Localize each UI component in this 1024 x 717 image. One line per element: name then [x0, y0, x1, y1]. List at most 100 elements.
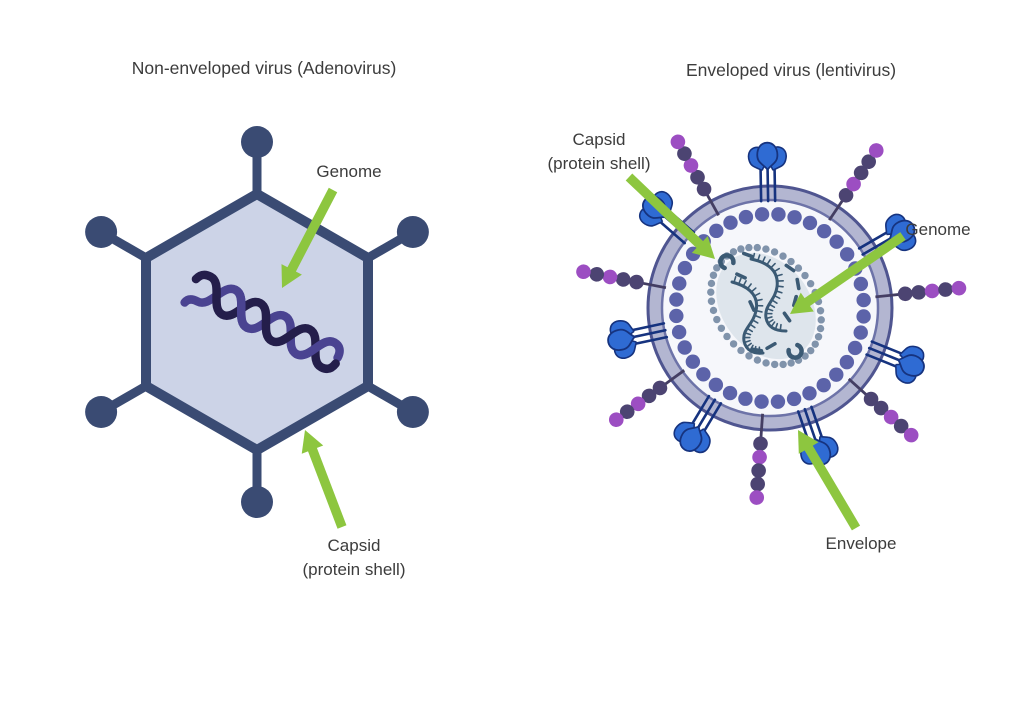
- capsid-dot: [713, 315, 721, 324]
- matrix-dot: [829, 367, 844, 382]
- capsid-dot: [817, 316, 825, 324]
- capsid-dot: [814, 333, 823, 341]
- capsid-dot: [729, 340, 738, 348]
- right-capsid-label-line1: Capsid: [572, 130, 626, 149]
- bead-spike-icon: [670, 134, 720, 216]
- right-genome-label: Genome: [905, 220, 971, 239]
- capsid-dot: [811, 340, 819, 348]
- capsid-dot: [729, 248, 738, 256]
- glycoprotein-spike-icon: [865, 340, 925, 384]
- capsid-dot: [794, 264, 803, 272]
- capsid-dot: [779, 252, 787, 260]
- spike-knob: [85, 216, 118, 248]
- capsid-dot: [707, 288, 715, 296]
- matrix-dot: [856, 309, 871, 324]
- capsid-dot: [806, 280, 815, 288]
- bead-spike-icon: [828, 143, 884, 221]
- glycoprotein-spike-icon: [607, 320, 669, 360]
- capsid-dot: [771, 360, 779, 369]
- capsid-dot: [737, 245, 745, 253]
- capsid-dot: [709, 271, 718, 279]
- bead-spike-icon: [847, 377, 919, 443]
- left-capsid-label: Capsid (protein shell): [303, 534, 406, 582]
- matrix-dot: [839, 354, 855, 370]
- matrix-dot: [669, 292, 684, 307]
- capsid-dot: [745, 352, 753, 360]
- matrix-dot: [738, 391, 753, 406]
- matrix-dot: [722, 385, 738, 401]
- capsid-dot: [816, 324, 825, 333]
- matrix-dot: [786, 391, 802, 407]
- capsid-dot: [762, 359, 770, 367]
- spike-knob: [396, 216, 429, 248]
- capsid-dot: [723, 332, 731, 341]
- capsid-dot: [707, 297, 716, 305]
- matrix-dot: [816, 377, 831, 393]
- matrix-dot: [839, 247, 855, 262]
- left-capsid-label-line1: Capsid: [327, 536, 381, 555]
- spike-knob: [241, 486, 273, 518]
- capsid-dot-shell: [707, 243, 825, 369]
- matrix-dot: [802, 215, 818, 231]
- matrix-dot: [723, 215, 738, 230]
- capsid-dot: [713, 264, 721, 272]
- envelope-label: Envelope: [825, 534, 897, 553]
- glycoprotein-spike-icon: [673, 394, 723, 454]
- left-capsid-label-line2: (protein shell): [302, 560, 406, 580]
- matrix-dot: [754, 394, 769, 409]
- capsid-dot: [787, 359, 795, 367]
- capsid-arrow-right: [625, 173, 715, 259]
- dna-double-helix-icon: [180, 270, 344, 374]
- matrix-dot: [829, 234, 844, 249]
- matrix-dot: [677, 260, 693, 276]
- matrix-dot: [669, 308, 684, 324]
- capsid-dot: [762, 245, 770, 253]
- hexagon-capsid: [141, 189, 373, 455]
- capsid-dot: [779, 360, 787, 369]
- bead-spike-icon: [749, 413, 768, 505]
- left-panel-title: Non-enveloped virus (Adenovirus): [131, 58, 397, 78]
- matrix-dot: [802, 386, 817, 401]
- annotation-arrows: [281, 173, 906, 531]
- rna-genome-icon: [718, 251, 804, 360]
- envelope-arrow: [798, 430, 861, 531]
- genome-arrow-right: [790, 232, 906, 314]
- capsid-dot: [737, 346, 745, 355]
- capsid-dot: [717, 324, 726, 332]
- left-genome-label: Genome: [316, 162, 382, 181]
- enveloped-virus: [576, 134, 967, 505]
- matrix-dot: [856, 292, 871, 308]
- matrix-dot: [787, 210, 802, 225]
- non-enveloped-virus: [85, 126, 429, 518]
- bead-spike-icon: [875, 280, 967, 302]
- capsid-dot: [753, 356, 762, 364]
- capsid-dot: [753, 243, 761, 252]
- capsid-dot: [770, 248, 779, 256]
- capsid-dot: [707, 279, 716, 288]
- right-capsid-label: Capsid (protein shell): [548, 128, 651, 176]
- spike-knob: [85, 396, 118, 428]
- bead-spike-icon: [608, 369, 686, 427]
- matrix-dot: [671, 324, 687, 340]
- capsid-dot: [745, 243, 753, 252]
- right-capsid-label-line2: (protein shell): [547, 154, 651, 174]
- matrix-dot: [696, 367, 711, 382]
- matrix-dot: [816, 223, 832, 239]
- spike-knob: [396, 396, 429, 428]
- capsid-dot: [709, 306, 718, 315]
- right-panel-title: Enveloped virus (lentivirus): [685, 60, 897, 80]
- matrix-dot: [771, 207, 786, 222]
- capsid-dot: [801, 271, 809, 280]
- spike-knob: [241, 126, 273, 158]
- capsid-dot: [816, 307, 825, 315]
- matrix-dot: [754, 207, 770, 222]
- matrix-dot: [685, 354, 701, 369]
- capsid-dot: [807, 346, 815, 355]
- matrix-dot: [738, 209, 754, 225]
- capsid-arrow-left: [301, 430, 347, 529]
- genome-arrow-left: [281, 187, 338, 288]
- matrix-dot: [677, 340, 692, 355]
- matrix-dot: [770, 394, 786, 409]
- matrix-dot: [847, 340, 863, 356]
